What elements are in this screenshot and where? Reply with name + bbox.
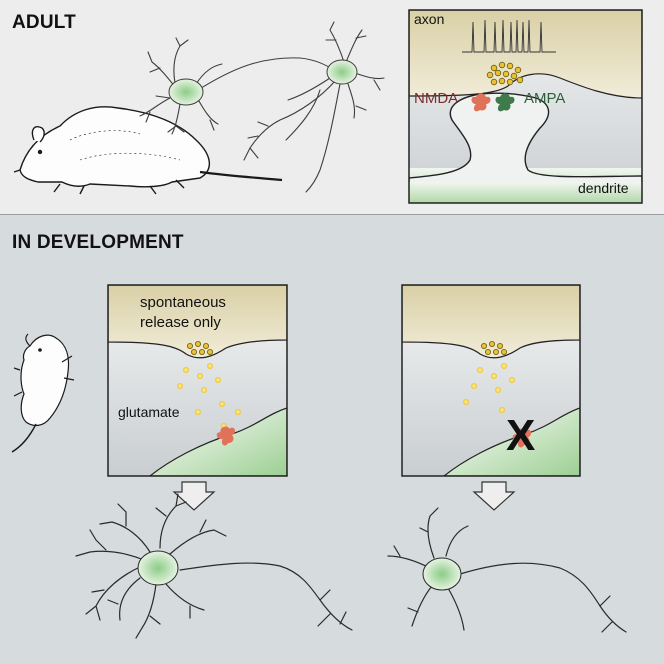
nmda-receptor-dev-left <box>216 426 236 446</box>
adult-rat-illustration <box>13 106 283 195</box>
development-heading: IN DEVELOPMENT <box>12 232 184 253</box>
dev-right-glutamate <box>463 363 515 413</box>
ampa-receptor-adult <box>495 93 515 112</box>
spontaneous-line-2: release only <box>140 314 221 331</box>
dev-left-neuron-soma <box>137 550 179 586</box>
dev-left-neuron <box>75 493 353 639</box>
receptor-block-mark: X <box>506 411 536 460</box>
dev-left-glutamate <box>177 363 241 429</box>
dev-left-vesicles <box>186 340 213 355</box>
arrow-down-left <box>172 481 216 511</box>
spontaneous-line-1: spontaneous <box>140 294 226 311</box>
adult-heading: ADULT <box>12 12 76 33</box>
dev-right-neuron-soma <box>422 557 462 591</box>
dev-right-vesicles <box>480 340 507 355</box>
dev-right-neuron <box>387 507 627 633</box>
action-potential-trace <box>462 19 556 53</box>
nmda-receptor-adult <box>471 93 491 112</box>
ampa-label: AMPA <box>524 90 566 107</box>
dev-right-synapse-box <box>402 285 580 476</box>
nmda-label: NMDA <box>414 90 459 107</box>
adult-vesicles <box>486 61 524 86</box>
axon-label: axon <box>414 11 445 27</box>
pup-illustration <box>11 333 75 453</box>
nmda-receptor-dev-right <box>512 428 532 448</box>
adult-synapse-box <box>409 10 642 203</box>
arrow-down-right <box>472 481 516 511</box>
adult-neuron-1-soma <box>168 78 204 106</box>
dendrite-label: dendrite <box>578 180 629 196</box>
adult-neuron-2-soma <box>326 59 358 85</box>
glutamate-label: glutamate <box>118 404 180 420</box>
